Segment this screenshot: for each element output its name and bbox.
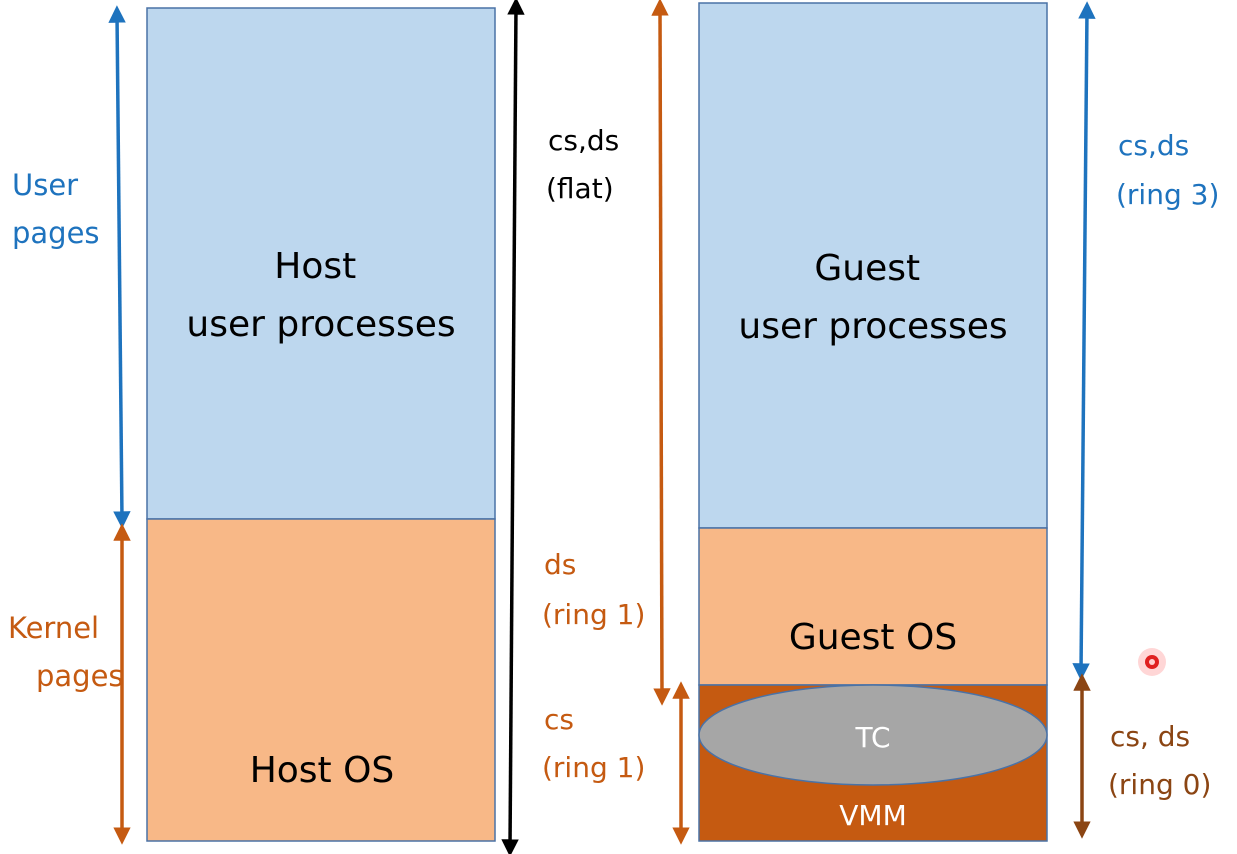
kernel-pages-label: Kernel pages bbox=[8, 611, 124, 693]
cs-ring1-label: cs (ring 1) bbox=[542, 703, 645, 784]
host-kernel-region bbox=[146, 518, 496, 842]
guest-os-region bbox=[698, 527, 1048, 686]
ring3-label: cs,ds (ring 3) bbox=[1116, 129, 1219, 211]
guest-user-region bbox=[698, 2, 1048, 529]
guest-os-label: Guest OS bbox=[789, 617, 957, 658]
guest-user-processes-label: Guest user processes bbox=[738, 248, 1007, 347]
host-user-region bbox=[146, 7, 496, 520]
tc-ellipse bbox=[698, 684, 1048, 786]
ds-ring1-label: ds (ring 1) bbox=[542, 548, 645, 631]
host-user-processes-label: Host user processes bbox=[186, 246, 455, 345]
pointer-dot-center bbox=[1149, 659, 1155, 665]
ring0-label: cs, ds (ring 0) bbox=[1108, 720, 1211, 801]
ring3-arrow bbox=[1072, 1, 1096, 681]
flat-segment-arrow bbox=[501, 0, 525, 854]
host-os-label: Host OS bbox=[250, 750, 395, 791]
tc-label: TC bbox=[854, 721, 890, 754]
flat-segment-label: cs,ds (flat) bbox=[546, 124, 628, 205]
ds-ring1-arrow bbox=[651, 0, 671, 706]
user-pages-label: User pages bbox=[12, 168, 100, 250]
vmm-label: VMM bbox=[839, 799, 906, 832]
user-pages-arrow bbox=[108, 5, 131, 529]
